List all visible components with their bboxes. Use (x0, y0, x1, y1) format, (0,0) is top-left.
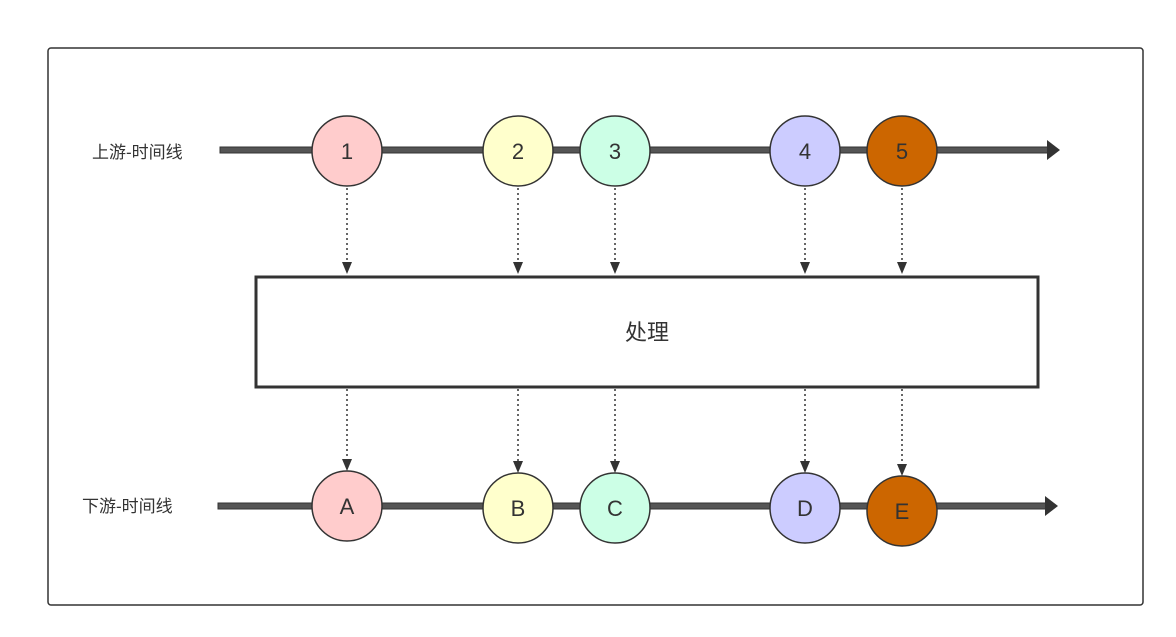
connector-arrowhead (342, 262, 352, 274)
connector-arrowhead (610, 461, 620, 473)
downstream-node-circle (579, 472, 651, 544)
upstream-nodes: 1 2 3 4 5 (311, 115, 938, 187)
downstream-node-label: D (797, 496, 813, 521)
upstream-node-label: 5 (896, 139, 908, 164)
connector-arrowhead (342, 459, 352, 471)
connector-arrowhead (800, 461, 810, 473)
upstream-node-2: 2 (482, 115, 554, 187)
upstream-node-4: 4 (769, 115, 841, 187)
upstream-node-label: 4 (799, 139, 811, 164)
upstream-timeline-label: 上游-时间线 (92, 143, 183, 162)
upstream-node-label: 3 (609, 139, 621, 164)
downstream-node-d: D (769, 472, 841, 544)
connector-arrowhead (800, 262, 810, 274)
upstream-node-circle (579, 115, 651, 187)
downstream-node-b: B (482, 472, 554, 544)
downstream-node-e: E (866, 475, 938, 547)
upstream-node-circle (866, 115, 938, 187)
upstream-node-3: 3 (579, 115, 651, 187)
downstream-timeline-label: 下游-时间线 (82, 497, 173, 516)
connector-arrowhead (610, 262, 620, 274)
downstream-node-label: A (340, 494, 355, 519)
downstream-node-label: E (895, 499, 910, 524)
connector-arrowhead (513, 461, 523, 473)
upstream-node-circle (769, 115, 841, 187)
downstream-nodes: A B C D E (311, 470, 938, 547)
process-box (254, 275, 1040, 389)
downstream-node-a: A (311, 470, 383, 542)
downstream-node-circle (866, 475, 938, 547)
upstream-timeline-arrowhead (1047, 140, 1060, 160)
process-label: 处理 (625, 320, 669, 345)
downstream-node-circle (482, 472, 554, 544)
upstream-node-1: 1 (311, 115, 383, 187)
upstream-node-circle (482, 115, 554, 187)
connector-arrows (342, 188, 907, 476)
upstream-node-label: 2 (512, 139, 524, 164)
downstream-timeline-arrowhead (1045, 496, 1058, 516)
connector-arrowhead (897, 262, 907, 274)
downstream-node-c: C (579, 472, 651, 544)
upstream-node-5: 5 (866, 115, 938, 187)
connector-arrowhead (513, 262, 523, 274)
downstream-node-label: C (607, 496, 623, 521)
downstream-node-circle (311, 470, 383, 542)
upstream-node-circle (311, 115, 383, 187)
connector-arrowhead (897, 464, 907, 476)
downstream-node-circle (769, 472, 841, 544)
downstream-node-label: B (511, 496, 526, 521)
upstream-node-label: 1 (341, 139, 353, 164)
